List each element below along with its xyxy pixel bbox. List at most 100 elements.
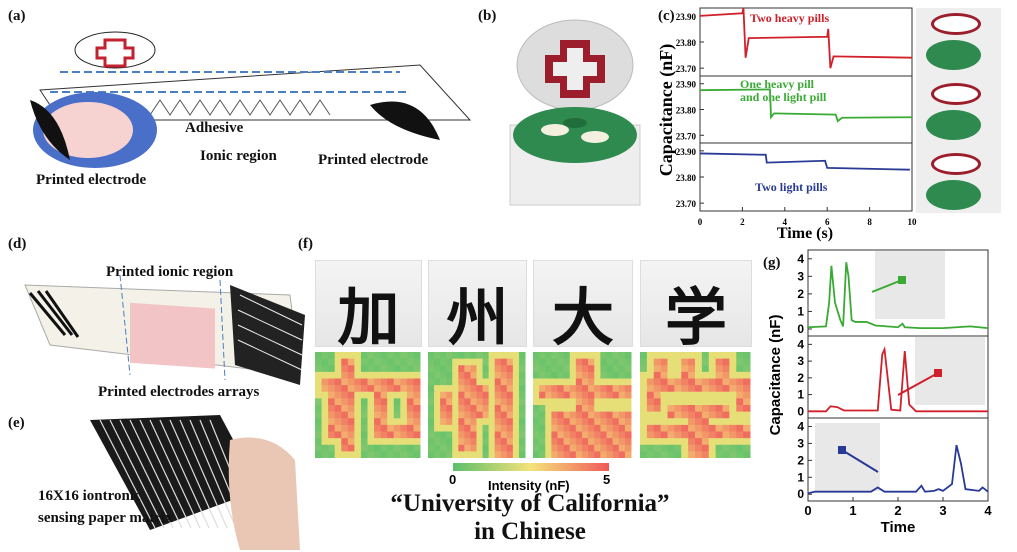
heatmap-cell xyxy=(500,365,508,373)
heatmap-cell xyxy=(729,418,737,426)
heatmap-cell xyxy=(354,431,362,439)
heatmap-cell xyxy=(681,438,689,446)
heatmap-cell xyxy=(406,371,414,379)
heatmap-cell xyxy=(500,418,508,426)
heatmap-cell xyxy=(688,424,696,432)
electrode-line xyxy=(109,419,165,529)
heatmap-cell xyxy=(446,431,453,439)
heatmap-cell xyxy=(701,438,710,446)
heatmap-cell xyxy=(413,352,421,360)
heatmap-cell xyxy=(321,431,329,439)
handwriting-inset xyxy=(875,251,945,319)
heatmap-cell xyxy=(667,398,675,406)
heatmap-cell xyxy=(428,385,435,393)
heatmap-cell xyxy=(667,411,675,419)
series-label: One heavy pill xyxy=(740,77,815,91)
heatmap-cell xyxy=(500,444,508,452)
heatmap-cell xyxy=(606,405,614,413)
heatmap-cell xyxy=(400,385,408,393)
heatmap-cell xyxy=(551,451,558,458)
heatmap-cell xyxy=(563,352,571,360)
heatmap-cell xyxy=(743,378,751,386)
heatmap-cell xyxy=(374,391,382,399)
heatmap-cell xyxy=(653,398,662,406)
heatmap-cell xyxy=(715,391,723,399)
heatmap-cell xyxy=(482,424,490,432)
heatmap-cell xyxy=(618,365,626,373)
heatmap-cell xyxy=(347,371,355,379)
heatmap-cell xyxy=(563,451,571,458)
heatmap-cell xyxy=(582,365,589,373)
heatmap-cell xyxy=(545,405,552,413)
heatmap-cell xyxy=(446,444,453,452)
heatmap-cell xyxy=(328,438,336,446)
pointer-line xyxy=(897,372,939,396)
heatmap-cell xyxy=(660,438,668,446)
heatmap-cell xyxy=(321,391,329,399)
heatmap-cell xyxy=(360,365,368,373)
heatmap-cell xyxy=(446,378,453,386)
heatmap-cell xyxy=(729,378,737,386)
heatmap-cell xyxy=(695,398,703,406)
heatmap-cell xyxy=(334,444,342,452)
heatmap-cell xyxy=(406,405,414,413)
heatmap-cell xyxy=(715,365,723,373)
heatmap-cell xyxy=(506,431,514,439)
heatmap-cell xyxy=(736,405,744,413)
heatmap-cell xyxy=(539,451,546,458)
heatmap-cell xyxy=(341,438,349,446)
electrode-line xyxy=(189,419,237,529)
heatmap-cell xyxy=(488,431,496,439)
heatmap-cell xyxy=(624,398,632,406)
heatmap-cell xyxy=(588,438,595,446)
heatmap-cell xyxy=(380,424,388,432)
heatmap-cell xyxy=(640,358,648,366)
heatmap-cell xyxy=(413,358,421,366)
heatmap-cell xyxy=(387,385,395,393)
heatmap-cell xyxy=(446,371,453,379)
heatmap-cell xyxy=(446,352,453,360)
heatmap-cell xyxy=(464,411,471,419)
heatmap-cell xyxy=(674,438,682,446)
heatmap-cell xyxy=(406,358,414,366)
heatmap-cell xyxy=(494,438,502,446)
heatmap-cell xyxy=(476,358,484,366)
heatmap-cell xyxy=(640,438,648,446)
heatmap-cell xyxy=(380,358,388,366)
heatmap-cell xyxy=(334,424,342,432)
heatmap-cell xyxy=(488,365,496,373)
heatmap-cell xyxy=(722,391,730,399)
heatmap-cell xyxy=(387,391,395,399)
heatmap-cell xyxy=(458,385,465,393)
y-tick-label: 23.70 xyxy=(676,131,697,141)
heatmap-cell xyxy=(533,451,540,458)
heatmap-cell xyxy=(506,371,514,379)
heatmap-cell xyxy=(640,398,648,406)
heatmap-cell xyxy=(440,352,447,360)
heatmap-cell xyxy=(360,405,368,413)
heatmap-cell xyxy=(494,358,502,366)
heatmap-cell xyxy=(482,411,490,419)
heatmap-cell xyxy=(624,365,632,373)
heatmap-cell xyxy=(612,398,620,406)
heatmap-cell xyxy=(434,444,441,452)
heatmap-cell xyxy=(512,431,520,439)
heatmap-cell xyxy=(458,431,465,439)
heatmap-cell xyxy=(374,418,382,426)
heatmap-cell xyxy=(387,371,395,379)
heatmap-cell xyxy=(575,451,583,458)
heatmap-cell xyxy=(434,391,441,399)
heatmap-cell xyxy=(722,365,730,373)
heatmap-cell xyxy=(488,424,496,432)
heatmap-cell xyxy=(606,371,614,379)
heatmap-cell xyxy=(328,424,336,432)
heatmap-cell xyxy=(646,358,655,366)
heatmap-cell xyxy=(400,444,408,452)
heatmap-cell xyxy=(413,431,421,439)
heatmap-cell xyxy=(612,365,620,373)
heatmap-cell xyxy=(458,405,465,413)
x-tick-label: 0 xyxy=(804,503,811,518)
heatmap-cell xyxy=(606,424,614,432)
heatmap-cell xyxy=(380,398,388,406)
heatmap-cell xyxy=(653,405,662,413)
